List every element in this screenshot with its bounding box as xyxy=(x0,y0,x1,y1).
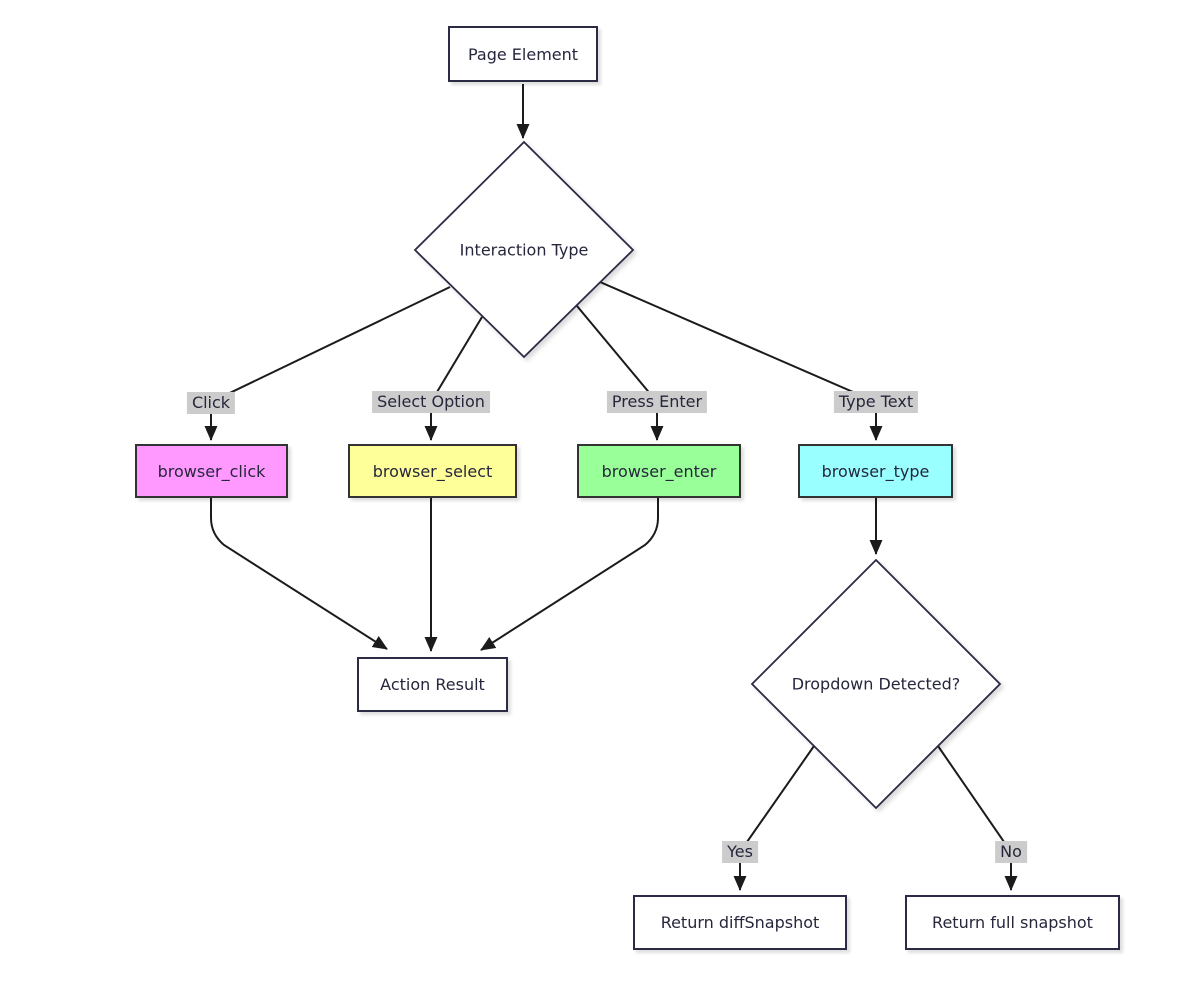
edge-dropdown-to-yes xyxy=(733,745,815,891)
node-page-element: Page Element xyxy=(448,26,598,82)
decision-dropdown-detected-shape xyxy=(750,558,1002,810)
node-return-full-snapshot-label: Return full snapshot xyxy=(932,913,1093,932)
edge-label-select-option: Select Option xyxy=(372,391,490,413)
edge-interaction-to-select xyxy=(424,316,483,441)
edge-interaction-to-enter xyxy=(576,305,664,441)
node-return-diffsnapshot-label: Return diffSnapshot xyxy=(660,913,820,932)
edge-label-press-enter: Press Enter xyxy=(606,391,708,413)
edge-label-click: Click xyxy=(186,392,236,414)
node-browser-select-label: browser_select xyxy=(372,461,493,481)
edge-dropdown-to-no xyxy=(937,745,1018,891)
edge-interaction-to-type xyxy=(599,281,883,441)
edge-label-type-text: Type Text xyxy=(833,391,919,413)
edge-label-no: No xyxy=(995,841,1027,863)
node-browser-type-label: browser_type xyxy=(821,461,930,481)
node-action-result-label: Action Result xyxy=(380,675,485,694)
decision-interaction-type-shape xyxy=(413,140,635,359)
node-page-element-label: Page Element xyxy=(467,44,579,64)
node-return-diffsnapshot: Return diffSnapshot xyxy=(633,895,847,950)
node-browser-enter-label: browser_enter xyxy=(601,461,717,481)
node-browser-type: browser_type xyxy=(798,444,953,498)
edge-interaction-to-click xyxy=(204,286,451,441)
decision-interaction-type-label: Interaction Type xyxy=(459,240,589,260)
node-browser-select: browser_select xyxy=(348,444,517,498)
edge-label-yes: Yes xyxy=(722,841,758,863)
node-return-full-snapshot: Return full snapshot xyxy=(905,895,1120,950)
node-browser-enter: browser_enter xyxy=(577,444,741,498)
node-action-result: Action Result xyxy=(357,657,508,712)
node-browser-click: browser_click xyxy=(135,444,288,498)
decision-dropdown-detected-label: Dropdown Detected? xyxy=(791,674,961,694)
node-browser-click-label: browser_click xyxy=(157,461,266,481)
edge-click-to-result xyxy=(210,498,388,650)
edge-enter-to-result xyxy=(480,498,659,651)
